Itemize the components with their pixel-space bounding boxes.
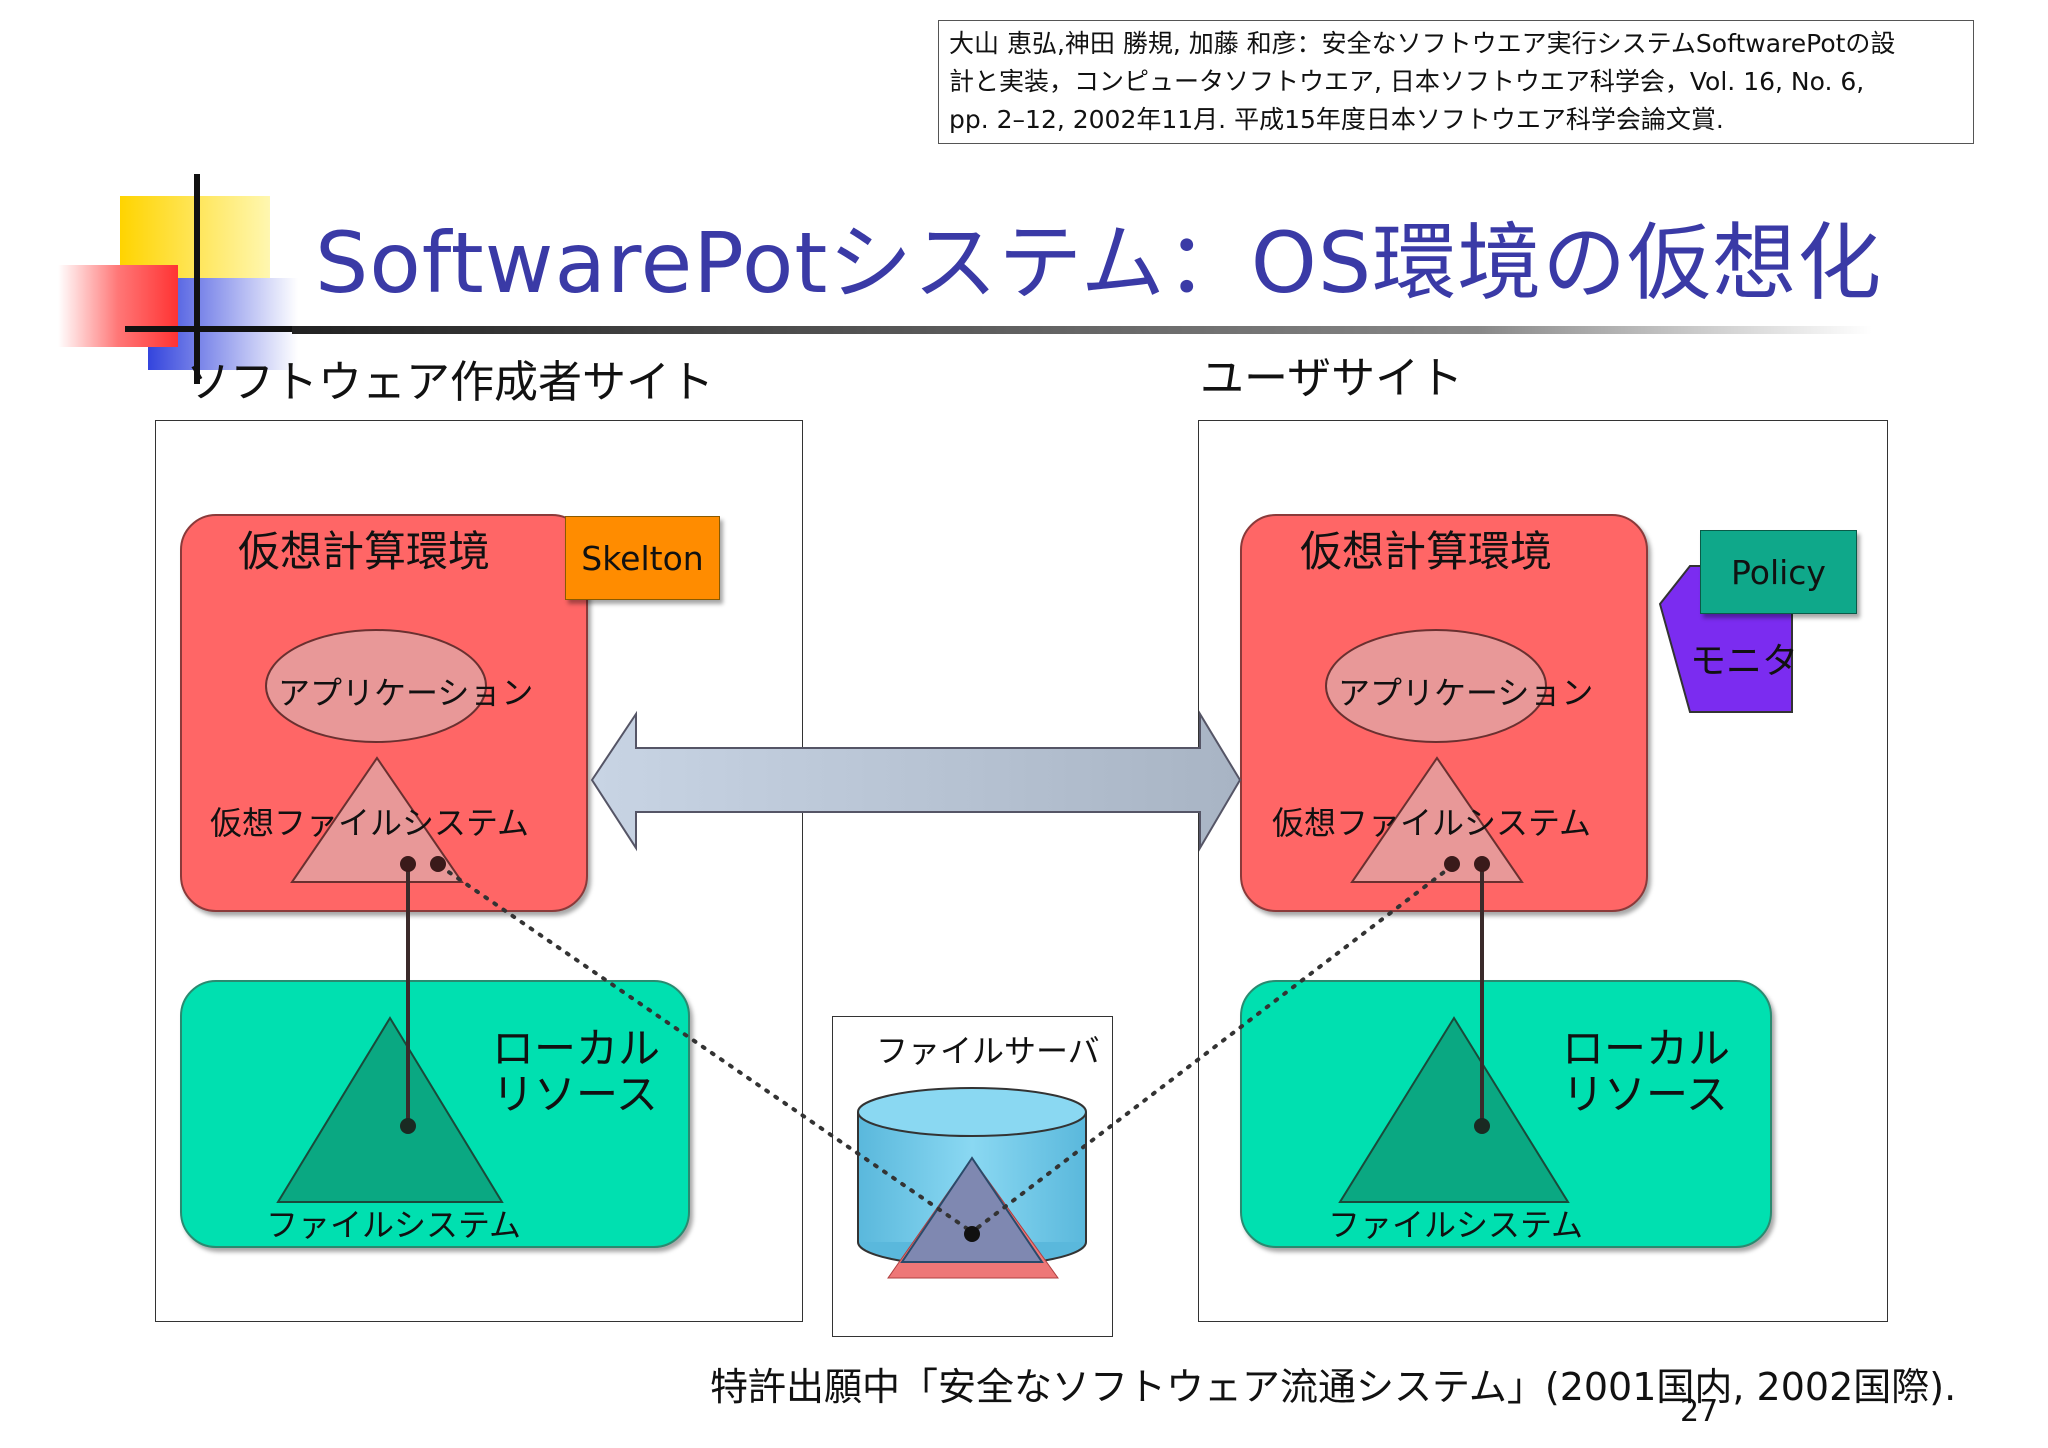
right-application-label: アプリケーション [1338, 674, 1594, 712]
file-server-dot [964, 1226, 980, 1242]
right-virtual-env-label: 仮想計算環境 [1300, 527, 1553, 576]
right-file-system-label: ファイルシステム [1328, 1206, 1584, 1244]
left-virtual-env-label: 仮想計算環境 [238, 527, 491, 576]
file-server-box [832, 1016, 1113, 1337]
decor-horizontal-bar [125, 326, 293, 332]
left-mount-dot-top [400, 856, 416, 872]
page-title: SoftwarePotシステム：OS環境の仮想化 [315, 214, 1883, 312]
left-remote-link [438, 864, 974, 1234]
right-virtual-fs-triangle [1350, 756, 1524, 883]
title-divider [292, 326, 1872, 334]
left-file-system-label: ファイルシステム [266, 1206, 522, 1244]
left-application-label: アプリケーション [278, 674, 534, 712]
left-mount-dot-bottom [400, 1118, 416, 1134]
user-site-box [1198, 420, 1888, 1322]
right-application-ellipse [1325, 629, 1547, 743]
file-server-label: ファイルサーバ [876, 1032, 1100, 1070]
right-local-resource-label: ローカル リソース [1562, 1024, 1731, 1119]
patent-note: 特許出願中「安全なソフトウェア流通システム」(2001国内, 2002国際). [710, 1365, 1957, 1409]
right-site-label: ユーザサイト [1200, 353, 1464, 404]
right-remote-dot [1444, 856, 1460, 872]
citation-box: 大山 恵弘,神田 勝規, 加藤 和彦：安全なソフトウエア実行システムSoftwa… [938, 20, 1974, 144]
right-virtual-fs-label: 仮想ファイルシステム [1272, 804, 1592, 842]
right-local-fs-triangle [1338, 1016, 1570, 1203]
decor-red-square [58, 265, 178, 347]
left-local-fs-triangle [276, 1016, 504, 1203]
left-application-ellipse [265, 629, 487, 743]
skelton-note: Skelton [565, 516, 720, 600]
decor-vertical-bar [194, 174, 200, 384]
left-remote-dot [430, 856, 446, 872]
left-virtual-fs-triangle [290, 756, 464, 883]
page-number: 27 [1680, 1394, 1719, 1429]
right-mount-dot-top [1474, 856, 1490, 872]
author-site-box [155, 420, 803, 1322]
left-local-resource-label: ローカル リソース [492, 1024, 661, 1119]
right-remote-link [970, 864, 1454, 1234]
right-mount-dot-bottom [1474, 1118, 1490, 1134]
monitor-label: モニタ [1690, 641, 1799, 682]
cylinder-top [857, 1087, 1087, 1137]
transfer-double-arrow [590, 710, 1242, 852]
left-site-label: ソフトウェア作成者サイト [186, 357, 714, 408]
left-virtual-fs-label: 仮想ファイルシステム [210, 804, 530, 842]
policy-note: Policy [1700, 530, 1857, 614]
